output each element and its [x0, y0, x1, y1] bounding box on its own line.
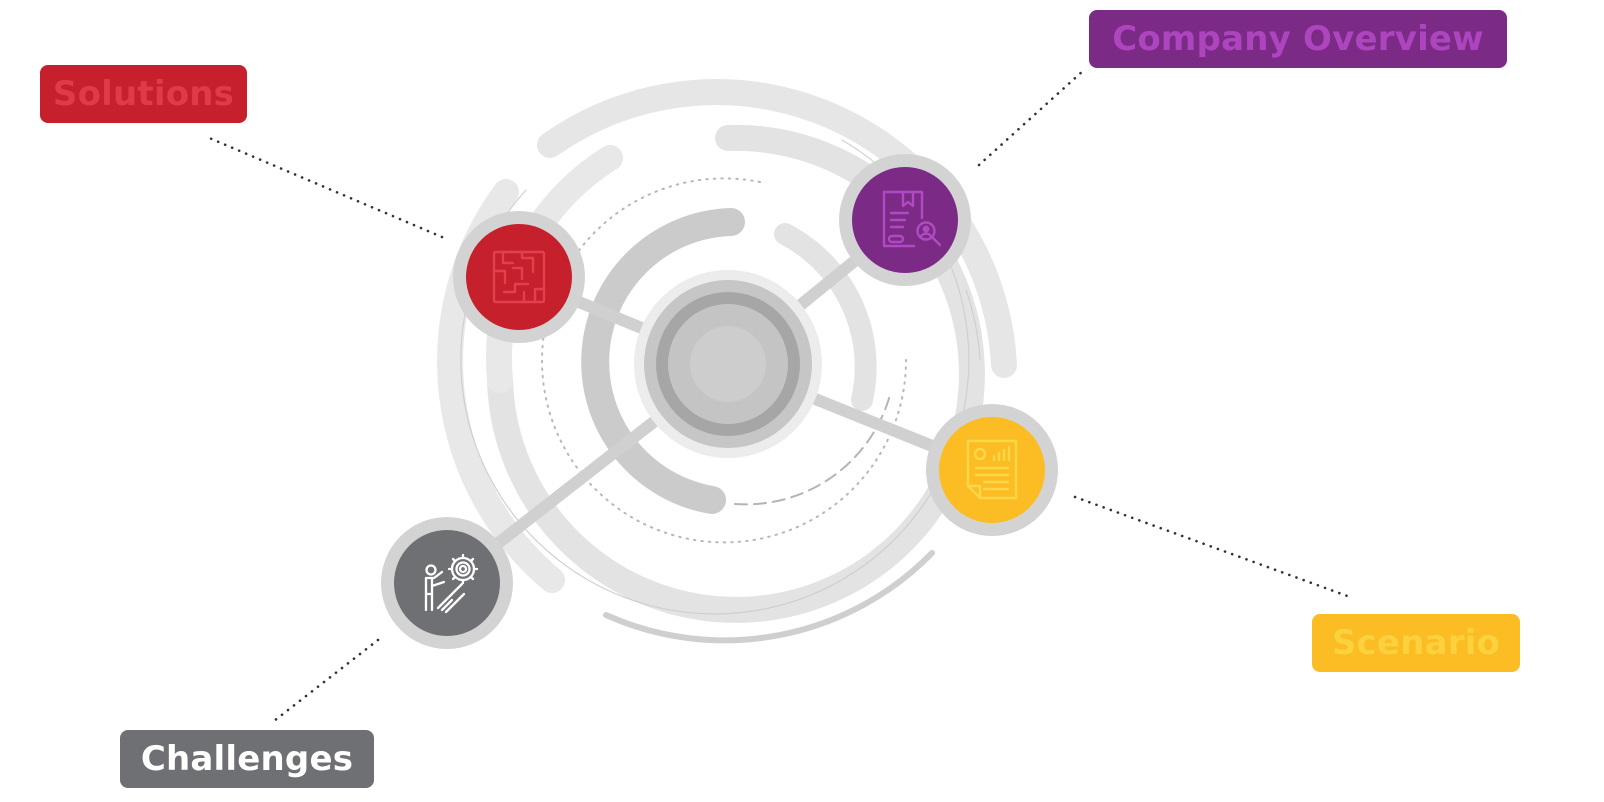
- company-overview-label: Company Overview: [1089, 10, 1507, 68]
- solutions-node: [453, 211, 585, 343]
- person-pushing-gear-icon: [424, 553, 479, 614]
- center-hub: [634, 270, 822, 458]
- leader-scenario: [1073, 495, 1352, 599]
- leader-challenges: [272, 638, 380, 723]
- leader-company: [977, 68, 1086, 167]
- report-chart-icon: [966, 439, 1018, 500]
- outer-arc-bottom: [603, 550, 935, 644]
- scenario-label-text: Scenario: [1331, 623, 1501, 663]
- outer-arc-top: [537, 79, 1017, 378]
- solutions-label: Solutions: [40, 65, 247, 123]
- document-search-icon: [882, 190, 942, 248]
- thin-ring-right: [965, 289, 981, 361]
- challenges-label-text: Challenges: [140, 739, 354, 779]
- company-overview-label-text: Company Overview: [1112, 19, 1484, 59]
- company-overview-node: [839, 154, 971, 286]
- leader-lines: [205, 68, 1352, 723]
- thin-ring-outer: [460, 139, 970, 615]
- solutions-label-text: Solutions: [52, 74, 235, 114]
- scenario-node: [926, 404, 1058, 536]
- challenges-node: [381, 517, 513, 649]
- scenario-label: Scenario: [1312, 614, 1520, 672]
- inner-arc-gray: [581, 208, 745, 514]
- maze-icon: [492, 250, 546, 304]
- challenges-label: Challenges: [120, 730, 374, 788]
- dotted-ring: [541, 177, 907, 544]
- inner-arc-right: [774, 223, 877, 411]
- leader-solutions: [205, 135, 444, 239]
